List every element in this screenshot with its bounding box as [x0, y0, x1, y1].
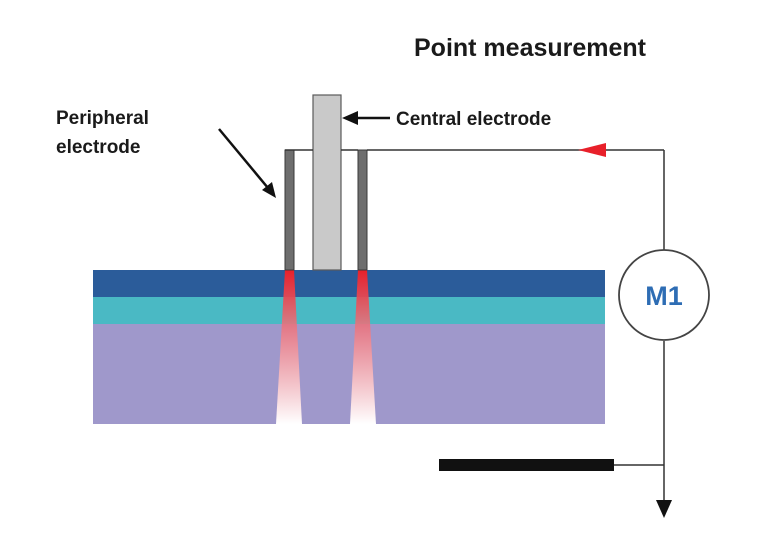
peripheral-electrode-left-wall: [284, 149, 295, 271]
layer-bottom: [93, 324, 605, 424]
central-electrode-label: Central electrode: [396, 109, 551, 130]
ground-arrow-head: [656, 500, 672, 518]
peripheral-electrode-right-wall: [357, 149, 368, 271]
diagram-title: Point measurement: [414, 34, 647, 62]
layer-middle: [93, 297, 605, 324]
peripheral-electrode-label-line2: electrode: [56, 137, 140, 158]
central-electrode: [312, 94, 342, 271]
meter-label: M1: [645, 281, 683, 311]
current-path-right: [350, 270, 376, 424]
layer-top: [93, 270, 605, 297]
meter-circle: [618, 249, 710, 341]
current-path-left: [276, 270, 302, 424]
peripheral-electrode-label-line1: Peripheral: [56, 108, 149, 129]
current-direction-arrow: [578, 143, 606, 157]
peripheral-electrode-pointer-head: [262, 182, 276, 198]
central-electrode-pointer-head: [342, 111, 358, 125]
ground-plate: [439, 459, 614, 471]
peripheral-electrode-pointer-line: [218, 128, 269, 189]
